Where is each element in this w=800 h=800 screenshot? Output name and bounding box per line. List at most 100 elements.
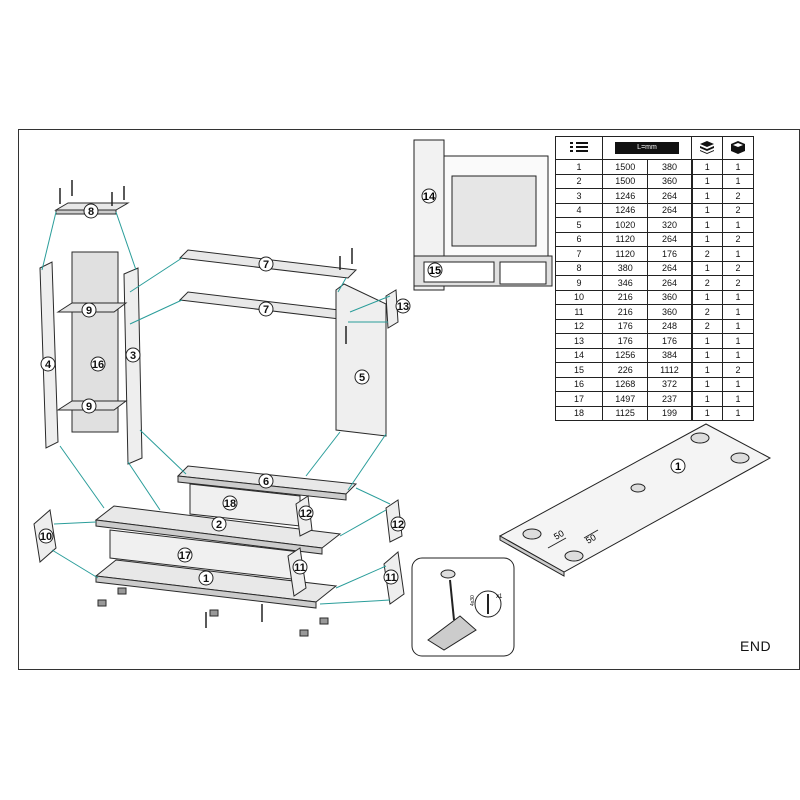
label-12-left: 12 — [300, 508, 312, 520]
table-cell: 1256 — [601, 347, 649, 363]
table-cell: 5 — [555, 217, 603, 233]
table-cell: 1497 — [601, 391, 649, 407]
guide-lines — [41, 211, 391, 605]
dim-left: 50 — [552, 528, 566, 542]
table-cell: 216 — [601, 289, 649, 305]
panel-5 — [335, 283, 387, 437]
table-cell: 264 — [647, 188, 693, 204]
screw-count: x1 — [496, 594, 503, 600]
table-cell: 1 — [691, 260, 723, 276]
table-cell: 4 — [555, 202, 603, 218]
table-cell: 264 — [647, 202, 693, 218]
table-cell: 1 — [722, 347, 754, 363]
table-cell: 1 — [722, 318, 754, 334]
label-9-upper: 9 — [86, 305, 92, 317]
table-cell: 1500 — [601, 173, 649, 189]
table-cell: 1 — [691, 188, 723, 204]
table-cell: 1 — [722, 289, 754, 305]
table-cell: 1 — [722, 159, 754, 175]
table-cell: 248 — [647, 318, 693, 334]
label-1-detail: 1 — [675, 461, 681, 473]
table-cell: 176 — [601, 333, 649, 349]
table-cell: 1 — [691, 376, 723, 392]
table-cell: 360 — [647, 304, 693, 320]
table-cell: 1 — [722, 304, 754, 320]
label-11-right: 11 — [385, 572, 397, 584]
table-cell: 2 — [691, 318, 723, 334]
table-cell: 1 — [691, 289, 723, 305]
label-15: 15 — [429, 265, 441, 277]
label-1: 1 — [203, 573, 209, 585]
table-cell: 1246 — [601, 188, 649, 204]
label-11-left: 11 — [294, 562, 306, 574]
table-cell: 2 — [691, 246, 723, 262]
label-7-upper: 7 — [263, 259, 269, 271]
table-cell: 264 — [647, 231, 693, 247]
table-cell: 1 — [722, 333, 754, 349]
table-cell: 3 — [555, 188, 603, 204]
table-cell: 1020 — [601, 217, 649, 233]
table-cell: 11 — [555, 304, 603, 320]
table-cell: 10 — [555, 289, 603, 305]
table-cell: 2 — [691, 275, 723, 291]
table-cell: 2 — [722, 188, 754, 204]
ruler-label: L=mm — [615, 142, 679, 154]
label-10: 10 — [40, 531, 52, 543]
table-cell: 1120 — [601, 231, 649, 247]
assembled-unit-thumbnail — [413, 139, 553, 291]
table-cell: 2 — [722, 275, 754, 291]
table-cell: 199 — [647, 405, 693, 421]
list-icon — [555, 136, 603, 160]
table-cell: 226 — [601, 362, 649, 378]
table-cell: 2 — [555, 173, 603, 189]
table-cell: 1 — [722, 405, 754, 421]
panel-3 — [123, 267, 143, 465]
screw-detail-box — [411, 557, 515, 657]
panel-13 — [385, 289, 399, 329]
label-5: 5 — [359, 372, 365, 384]
table-cell: 1268 — [601, 376, 649, 392]
label-16: 16 — [92, 359, 104, 371]
label-8-circle — [83, 203, 99, 219]
table-cell: 1 — [691, 217, 723, 233]
table-cell: 9 — [555, 275, 603, 291]
table-cell: 1 — [691, 159, 723, 175]
table-cell: 360 — [647, 173, 693, 189]
table-cell: 2 — [722, 260, 754, 276]
table-cell: 264 — [647, 275, 693, 291]
table-cell: 176 — [601, 318, 649, 334]
table-cell: 1112 — [647, 362, 693, 378]
table-cell: 1 — [691, 347, 723, 363]
table-cell: 1125 — [601, 405, 649, 421]
table-cell: 16 — [555, 376, 603, 392]
table-cell: 1 — [691, 405, 723, 421]
layers-icon — [691, 136, 723, 160]
table-cell: 380 — [601, 260, 649, 276]
table-cell: 8 — [555, 260, 603, 276]
table-cell: 15 — [555, 362, 603, 378]
label-18: 18 — [224, 498, 236, 510]
table-cell: 1246 — [601, 202, 649, 218]
label-3: 3 — [130, 350, 136, 362]
table-cell: 176 — [647, 333, 693, 349]
table-cell: 1 — [691, 391, 723, 407]
table-cell: 1 — [691, 202, 723, 218]
label-7-lower: 7 — [263, 304, 269, 316]
table-cell: 2 — [722, 231, 754, 247]
